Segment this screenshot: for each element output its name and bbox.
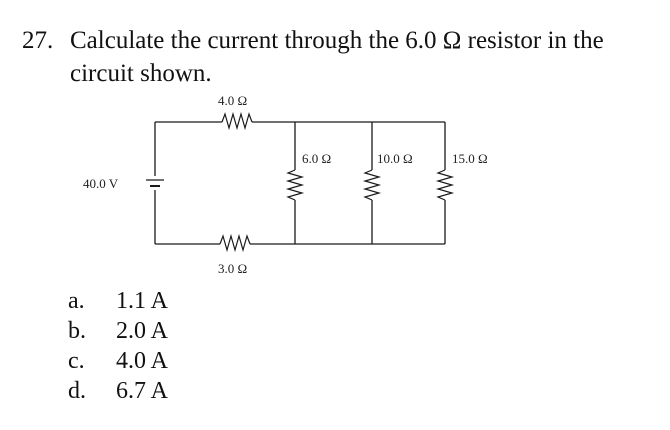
bottom-resistor (219, 233, 251, 253)
answer-choices: a. 1.1 A b. 2.0 A c. 4.0 A d. 6.7 A (68, 286, 168, 406)
choice-d-letter: d. (68, 378, 86, 404)
question: 27. Calculate the current through the 6.0… (22, 24, 662, 90)
choice-d-text: 6.7 A (116, 378, 169, 404)
top-resistor (221, 111, 253, 131)
choice-a-letter: a. (68, 288, 85, 314)
choice-c[interactable]: c. 4.0 A (68, 346, 168, 376)
choice-b-text: 2.0 A (116, 318, 169, 344)
branch-1-label: 6.0 Ω (302, 151, 331, 166)
choice-b[interactable]: b. 2.0 A (68, 316, 168, 346)
branch-1-resistor (285, 169, 305, 201)
question-text-line-2: circuit shown. (70, 60, 212, 87)
choice-a[interactable]: a. 1.1 A (68, 286, 168, 316)
choice-c-letter: c. (68, 348, 85, 374)
choice-d[interactable]: d. 6.7 A (68, 376, 168, 406)
top-resistor-label: 4.0 Ω (218, 93, 247, 108)
branch-3-resistor (435, 169, 455, 201)
choice-c-text: 4.0 A (116, 348, 169, 374)
branch-3-label: 15.0 Ω (452, 151, 488, 166)
choice-a-text: 1.1 A (116, 288, 169, 314)
bottom-resistor-label: 3.0 Ω (218, 261, 247, 276)
branch-2-resistor (362, 169, 382, 201)
choice-b-letter: b. (68, 318, 86, 344)
battery-label: 40.0 V (83, 176, 119, 191)
question-text-line-1: Calculate the current through the 6.0 Ω … (70, 27, 604, 54)
question-line-1: 27. Calculate the current through the 6.0… (22, 24, 662, 57)
branch-2-label: 10.0 Ω (377, 151, 413, 166)
question-number: 27. (22, 27, 54, 54)
